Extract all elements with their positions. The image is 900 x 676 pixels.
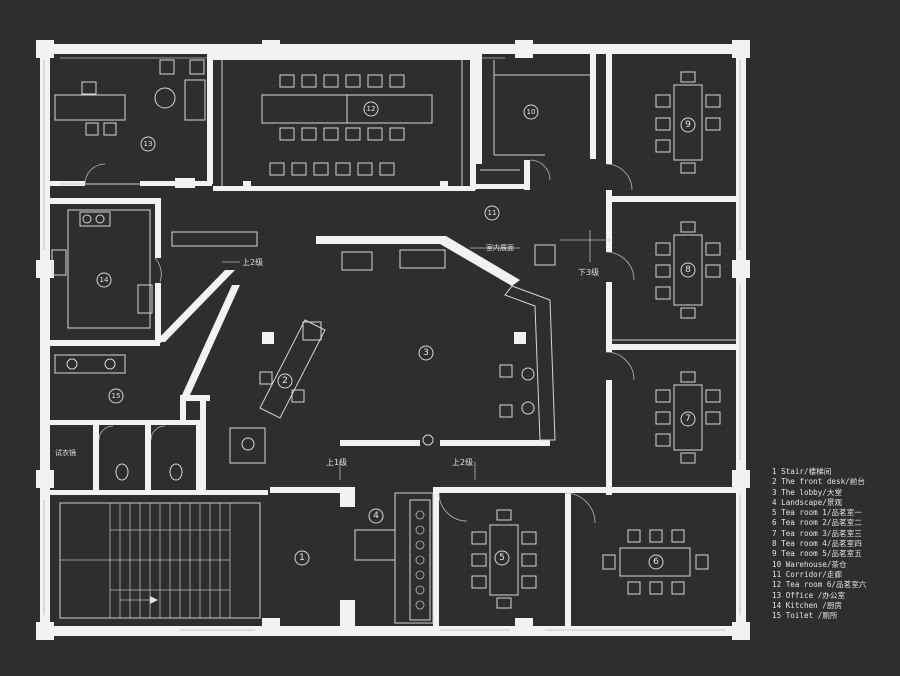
room-number-6: 6 xyxy=(653,557,659,567)
room-label-6: 6 xyxy=(648,554,664,570)
lobby-furniture xyxy=(171,231,556,464)
legend-item: 3 The lobby/大堂 xyxy=(772,487,843,497)
interior-walls xyxy=(50,54,736,626)
room-number-3: 3 xyxy=(423,348,429,358)
outer-walls xyxy=(36,40,750,640)
plan-annotations: 上2级 下3级 上1级 上2级 室内展面 试衣镜 xyxy=(55,243,599,467)
legend-item: 7 Tea room 3/品茗室三 xyxy=(772,528,862,538)
room-number-5: 5 xyxy=(499,553,505,563)
doors xyxy=(84,159,635,524)
tea-room-8-furniture xyxy=(655,221,721,319)
room-number-13: 13 xyxy=(144,140,153,148)
legend-item: 11 Corridor/走廊 xyxy=(772,569,843,579)
room-label-9: 9 xyxy=(680,117,696,133)
room-number-8: 8 xyxy=(685,265,691,275)
level-arrows xyxy=(222,230,610,480)
annotation-up-1: 上1级 xyxy=(326,457,347,467)
legend-item: 12 Tea room 6/品茗室六 xyxy=(772,580,867,590)
room-number-4: 4 xyxy=(373,511,379,521)
tea-room-6-furniture xyxy=(602,529,709,595)
room-number-9: 9 xyxy=(685,120,691,130)
tea-room-5-furniture xyxy=(471,509,537,609)
landscape-strip xyxy=(354,492,434,624)
room-number-2: 2 xyxy=(282,376,288,386)
room-number-7: 7 xyxy=(685,414,691,424)
toilet-fixtures xyxy=(54,354,183,481)
legend-item: 13 Office /办公室 xyxy=(772,590,846,600)
legend: 1 Stair/楼梯间 2 The front desk/前台 3 The lo… xyxy=(772,467,897,621)
room-labels: 1 2 3 4 5 6 7 8 9 10 11 12 13 14 15 xyxy=(96,101,696,570)
legend-item: 5 Tea room 1/品茗室一 xyxy=(772,508,862,518)
room-label-12: 12 xyxy=(363,101,379,117)
room-number-1: 1 xyxy=(299,553,305,563)
annotation-up-2-left: 上2级 xyxy=(242,257,263,267)
tea-room-12-furniture xyxy=(261,74,433,176)
office-furniture xyxy=(54,59,206,136)
tea-room-7-furniture xyxy=(655,371,721,464)
legend-item: 4 Landscape/景观 xyxy=(772,497,843,507)
legend-item: 10 Warehouse/茶仓 xyxy=(772,559,847,569)
room-number-15: 15 xyxy=(112,392,121,400)
annotation-window-display: 室内展面 xyxy=(486,243,514,252)
annotation-fitting-room: 试衣镜 xyxy=(55,448,76,457)
room-label-14: 14 xyxy=(96,272,112,288)
room-label-8: 8 xyxy=(680,262,696,278)
room-label-13: 13 xyxy=(140,136,156,152)
annotation-down-3: 下3级 xyxy=(578,267,599,277)
room-label-4: 4 xyxy=(368,508,384,524)
room-label-2: 2 xyxy=(277,373,293,389)
room-label-7: 7 xyxy=(680,411,696,427)
room-label-10: 10 xyxy=(523,104,539,120)
legend-item: 2 The front desk/前台 xyxy=(772,477,865,487)
room-number-11: 11 xyxy=(488,209,497,217)
legend-item: 14 Kitchen /厨房 xyxy=(772,600,843,610)
kitchen-furniture xyxy=(51,209,153,329)
room-number-14: 14 xyxy=(100,276,109,284)
room-label-5: 5 xyxy=(494,550,510,566)
stair-steps xyxy=(59,502,261,619)
room-label-1: 1 xyxy=(294,550,310,566)
legend-item: 8 Tea room 4/品茗室四 xyxy=(772,539,862,549)
room-number-12: 12 xyxy=(367,105,376,113)
room-number-10: 10 xyxy=(527,108,536,116)
annotation-up-2-bottom: 上2级 xyxy=(452,457,473,467)
room-label-15: 15 xyxy=(108,388,124,404)
legend-item: 9 Tea room 5/品茗室五 xyxy=(772,549,862,559)
tea-room-9-furniture xyxy=(655,71,721,174)
legend-item: 15 Toilet /厕所 xyxy=(772,611,838,621)
room-label-11: 11 xyxy=(484,205,500,221)
legend-item: 6 Tea room 2/品茗室二 xyxy=(772,518,862,528)
room-label-3: 3 xyxy=(418,345,434,361)
legend-item: 1 Stair/楼梯间 xyxy=(772,467,832,476)
